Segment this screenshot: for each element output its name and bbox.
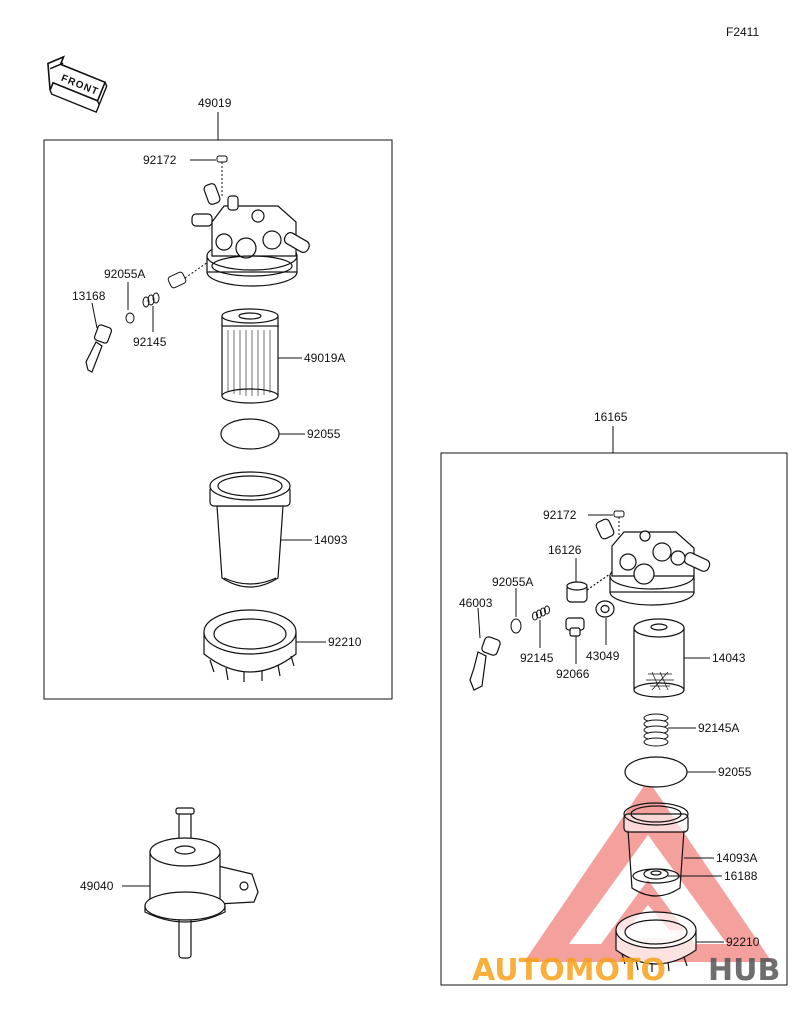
- group-b-label-cap: 16126: [548, 543, 582, 557]
- group-a-label-element: 49019A: [304, 351, 345, 365]
- group-b-o-ring: [510, 618, 522, 634]
- group-b-lever: [469, 636, 501, 691]
- group-a-gasket: [220, 418, 280, 450]
- group-b-label-washer: 43049: [586, 649, 620, 663]
- group-a-label-lever: 13168: [72, 289, 106, 303]
- inline-filter: [144, 807, 259, 959]
- group-b-washer: [595, 600, 615, 618]
- group-b-label-lever: 46003: [459, 596, 493, 610]
- group-a-lever: [85, 324, 113, 373]
- group-a-label-o-ring: 92055A: [104, 267, 145, 281]
- group-b-label-spring: 92145: [520, 651, 554, 665]
- group-a-element: [221, 308, 279, 404]
- group-b-spring: [532, 605, 550, 621]
- group-b-plug: [565, 617, 585, 637]
- group-b-label-float: 16188: [724, 869, 758, 883]
- group-a-spring: [142, 292, 160, 308]
- group-b-label-bowl: 14093A: [716, 851, 757, 865]
- group-a-label-screw: 92172: [143, 153, 177, 167]
- inline-filter-label: 49040: [80, 879, 114, 893]
- group-b-gasket: [624, 756, 688, 788]
- group-b-element: [633, 618, 685, 698]
- group-b-label-spring2: 92145A: [698, 721, 739, 735]
- group-b-ring-nut: [615, 911, 697, 972]
- group-a-label-spring: 92145: [133, 335, 167, 349]
- group-b-label-o-ring: 92055A: [492, 575, 533, 589]
- figure-code: F2411: [726, 25, 759, 39]
- group-a-ring-nut: [203, 609, 297, 682]
- group-a-screw: [216, 155, 228, 196]
- group-a-bowl: [209, 471, 291, 588]
- group-a-label-ring-nut: 92210: [328, 635, 362, 649]
- watermark-logo: AUTOMOTO HUB: [472, 953, 780, 988]
- group-b-label-plug: 92066: [556, 667, 590, 681]
- group-a-plug: [167, 261, 209, 289]
- watermark-text-1: AUTOMOTO: [472, 953, 666, 988]
- group-b-label-ring-nut: 92210: [726, 935, 760, 949]
- group-a-label-gasket: 92055: [307, 427, 341, 441]
- group-b-bowl: [623, 802, 689, 897]
- group-a-filter-head: [191, 183, 310, 287]
- front-arrow: FRONT: [47, 55, 108, 114]
- group-b-float: [643, 868, 669, 880]
- group-b-spring2: [643, 713, 669, 747]
- group-b-label-element: 14043: [712, 651, 746, 665]
- group-b-assembly: 16165: [594, 410, 628, 424]
- group-b-filter-head: [595, 518, 711, 606]
- group-a-o-ring: [125, 312, 135, 324]
- watermark-text-2: HUB: [708, 953, 780, 988]
- group-a-assembly: 49019: [198, 96, 232, 110]
- group-a-label-bowl: 14093: [314, 533, 348, 547]
- group-b-label-screw: 92172: [543, 508, 577, 522]
- group-b-cap: [566, 573, 611, 603]
- group-b-frame: [440, 452, 788, 986]
- group-b-label-gasket: 92055: [718, 765, 752, 779]
